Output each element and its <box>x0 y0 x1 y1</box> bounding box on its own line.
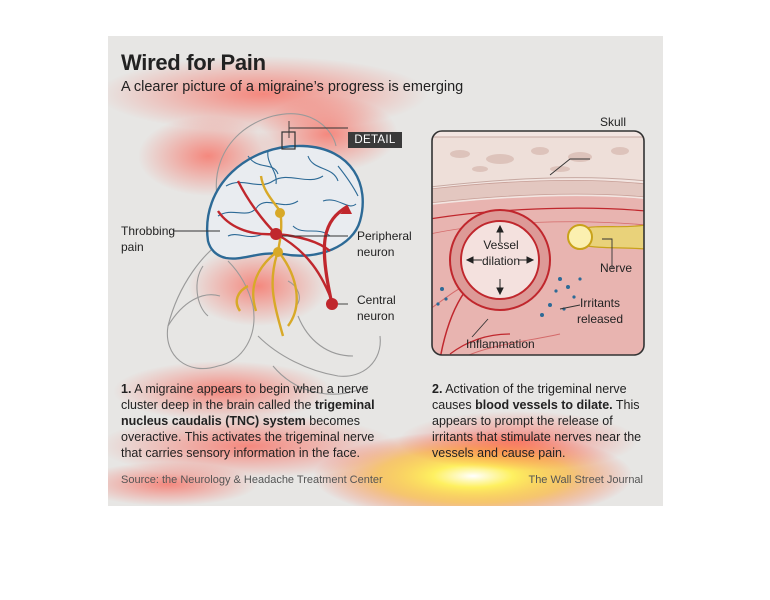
detail-box <box>281 131 296 150</box>
label-inflammation: Inflammation <box>466 337 535 351</box>
source-line: Source: the Neurology & Headache Treatme… <box>121 474 383 486</box>
yellow-neuron-lower <box>273 247 283 257</box>
step-1-text: 1. A migraine appears to begin when a ne… <box>121 382 375 460</box>
detail-cross-section <box>431 130 645 356</box>
head-brain-illustration <box>166 113 381 395</box>
skull-layer <box>432 136 644 188</box>
label-nerve: Nerve <box>600 261 633 275</box>
credit-line: The Wall Street Journal <box>528 474 643 486</box>
nerve-bundle <box>579 224 644 250</box>
infographic-panel: Wired for Pain A clearer picture of a mi… <box>108 36 663 506</box>
peripheral-neuron-dot <box>270 228 282 240</box>
detail-tag: DETAIL <box>348 132 402 148</box>
step-2-number: 2. <box>432 382 443 396</box>
label-skull: Skull <box>600 115 627 129</box>
central-neuron-dot <box>326 298 338 310</box>
page-subtitle: A clearer picture of a migraine’s progre… <box>121 79 464 95</box>
page-title: Wired for Pain <box>121 50 266 75</box>
step-1-number: 1. <box>121 382 132 396</box>
yellow-neuron-upper <box>275 208 285 218</box>
step-2-text: 2. Activation of the trigeminal nerve ca… <box>432 382 642 460</box>
